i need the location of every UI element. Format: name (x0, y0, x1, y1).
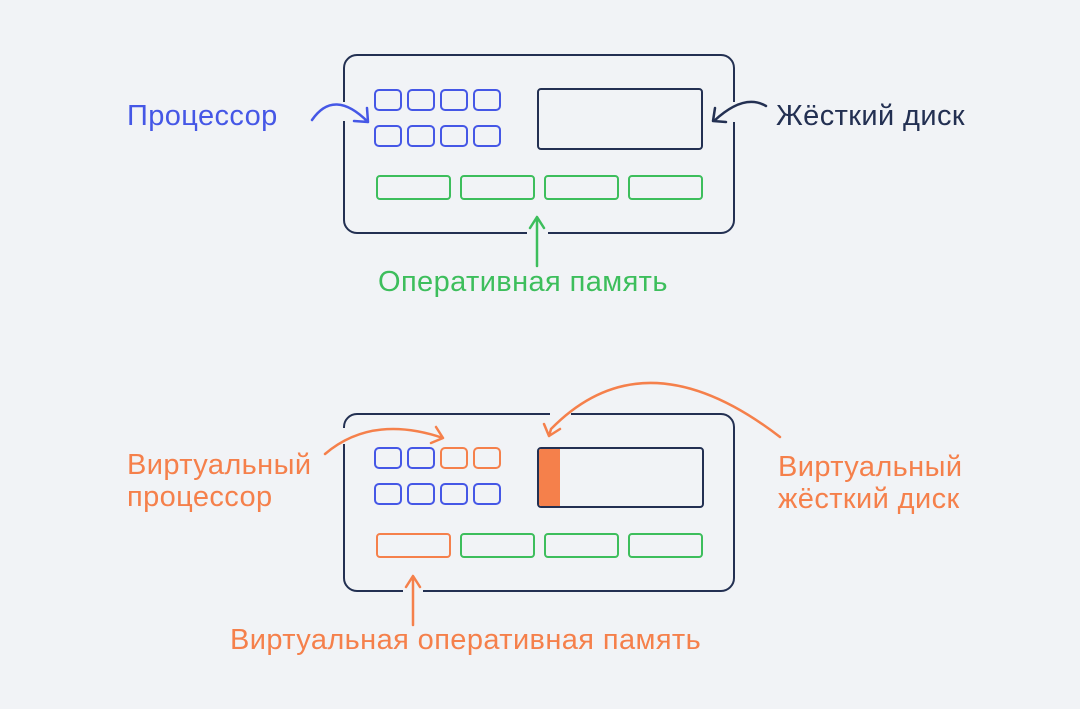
disk-used-segment (539, 449, 561, 506)
border-gap-top-left (338, 102, 348, 121)
cpu-row (374, 447, 501, 469)
border-gap-bottom-bottom (403, 585, 423, 597)
ram-module-green (544, 533, 619, 558)
ram-module-green (460, 175, 535, 200)
virtual-hard-disk (537, 447, 704, 508)
border-gap-bottom-top (550, 408, 571, 418)
cpu-core-blue (407, 483, 435, 505)
cpu-row (374, 483, 501, 505)
ram-module-green (628, 175, 703, 200)
border-gap-bottom-left (338, 428, 348, 444)
virtual-processor-label-line1: Виртуальный (127, 449, 312, 481)
physical-ram-row (376, 175, 703, 200)
cpu-core-blue (374, 125, 402, 147)
border-gap-top-bottom (527, 228, 548, 238)
cpu-core-blue (440, 89, 468, 111)
virtual-cpu-grid (374, 447, 501, 505)
border-gap-top-right (730, 102, 740, 122)
cpu-core-blue (407, 447, 435, 469)
virtual-disk-label-line2: жёсткий диск (778, 483, 960, 515)
cpu-core-blue (374, 483, 402, 505)
virtual-disk-label: Виртуальный жёсткий диск (778, 451, 962, 515)
ram-module-green (460, 533, 535, 558)
hard-disk-label: Жёсткий диск (776, 100, 965, 132)
virtual-ram-label: Виртуальная оперативная память (230, 624, 702, 656)
virtual-ram-row (376, 533, 703, 558)
virtual-computer-case (343, 413, 735, 592)
cpu-core-orange (473, 447, 501, 469)
ram-label: Оперативная память (378, 266, 668, 298)
cpu-core-blue (473, 125, 501, 147)
physical-hard-disk (537, 88, 703, 150)
cpu-core-blue (473, 89, 501, 111)
cpu-core-orange (440, 447, 468, 469)
cpu-core-blue (440, 483, 468, 505)
cpu-core-blue (374, 89, 402, 111)
cpu-core-blue (407, 89, 435, 111)
virtual-processor-label: Виртуальный процессор (127, 449, 311, 513)
cpu-row (374, 125, 501, 147)
cpu-core-blue (473, 483, 501, 505)
cpu-core-blue (407, 125, 435, 147)
ram-module-green (376, 175, 451, 200)
virtual-disk-label-line1: Виртуальный (778, 451, 963, 483)
cpu-core-blue (374, 447, 402, 469)
ram-module-orange (376, 533, 451, 558)
virtual-processor-label-line2: процессор (127, 481, 273, 513)
cpu-core-blue (440, 125, 468, 147)
physical-cpu-grid (374, 89, 501, 147)
ram-module-green (628, 533, 703, 558)
cpu-row (374, 89, 501, 111)
ram-module-green (544, 175, 619, 200)
processor-label: Процессор (127, 100, 278, 132)
